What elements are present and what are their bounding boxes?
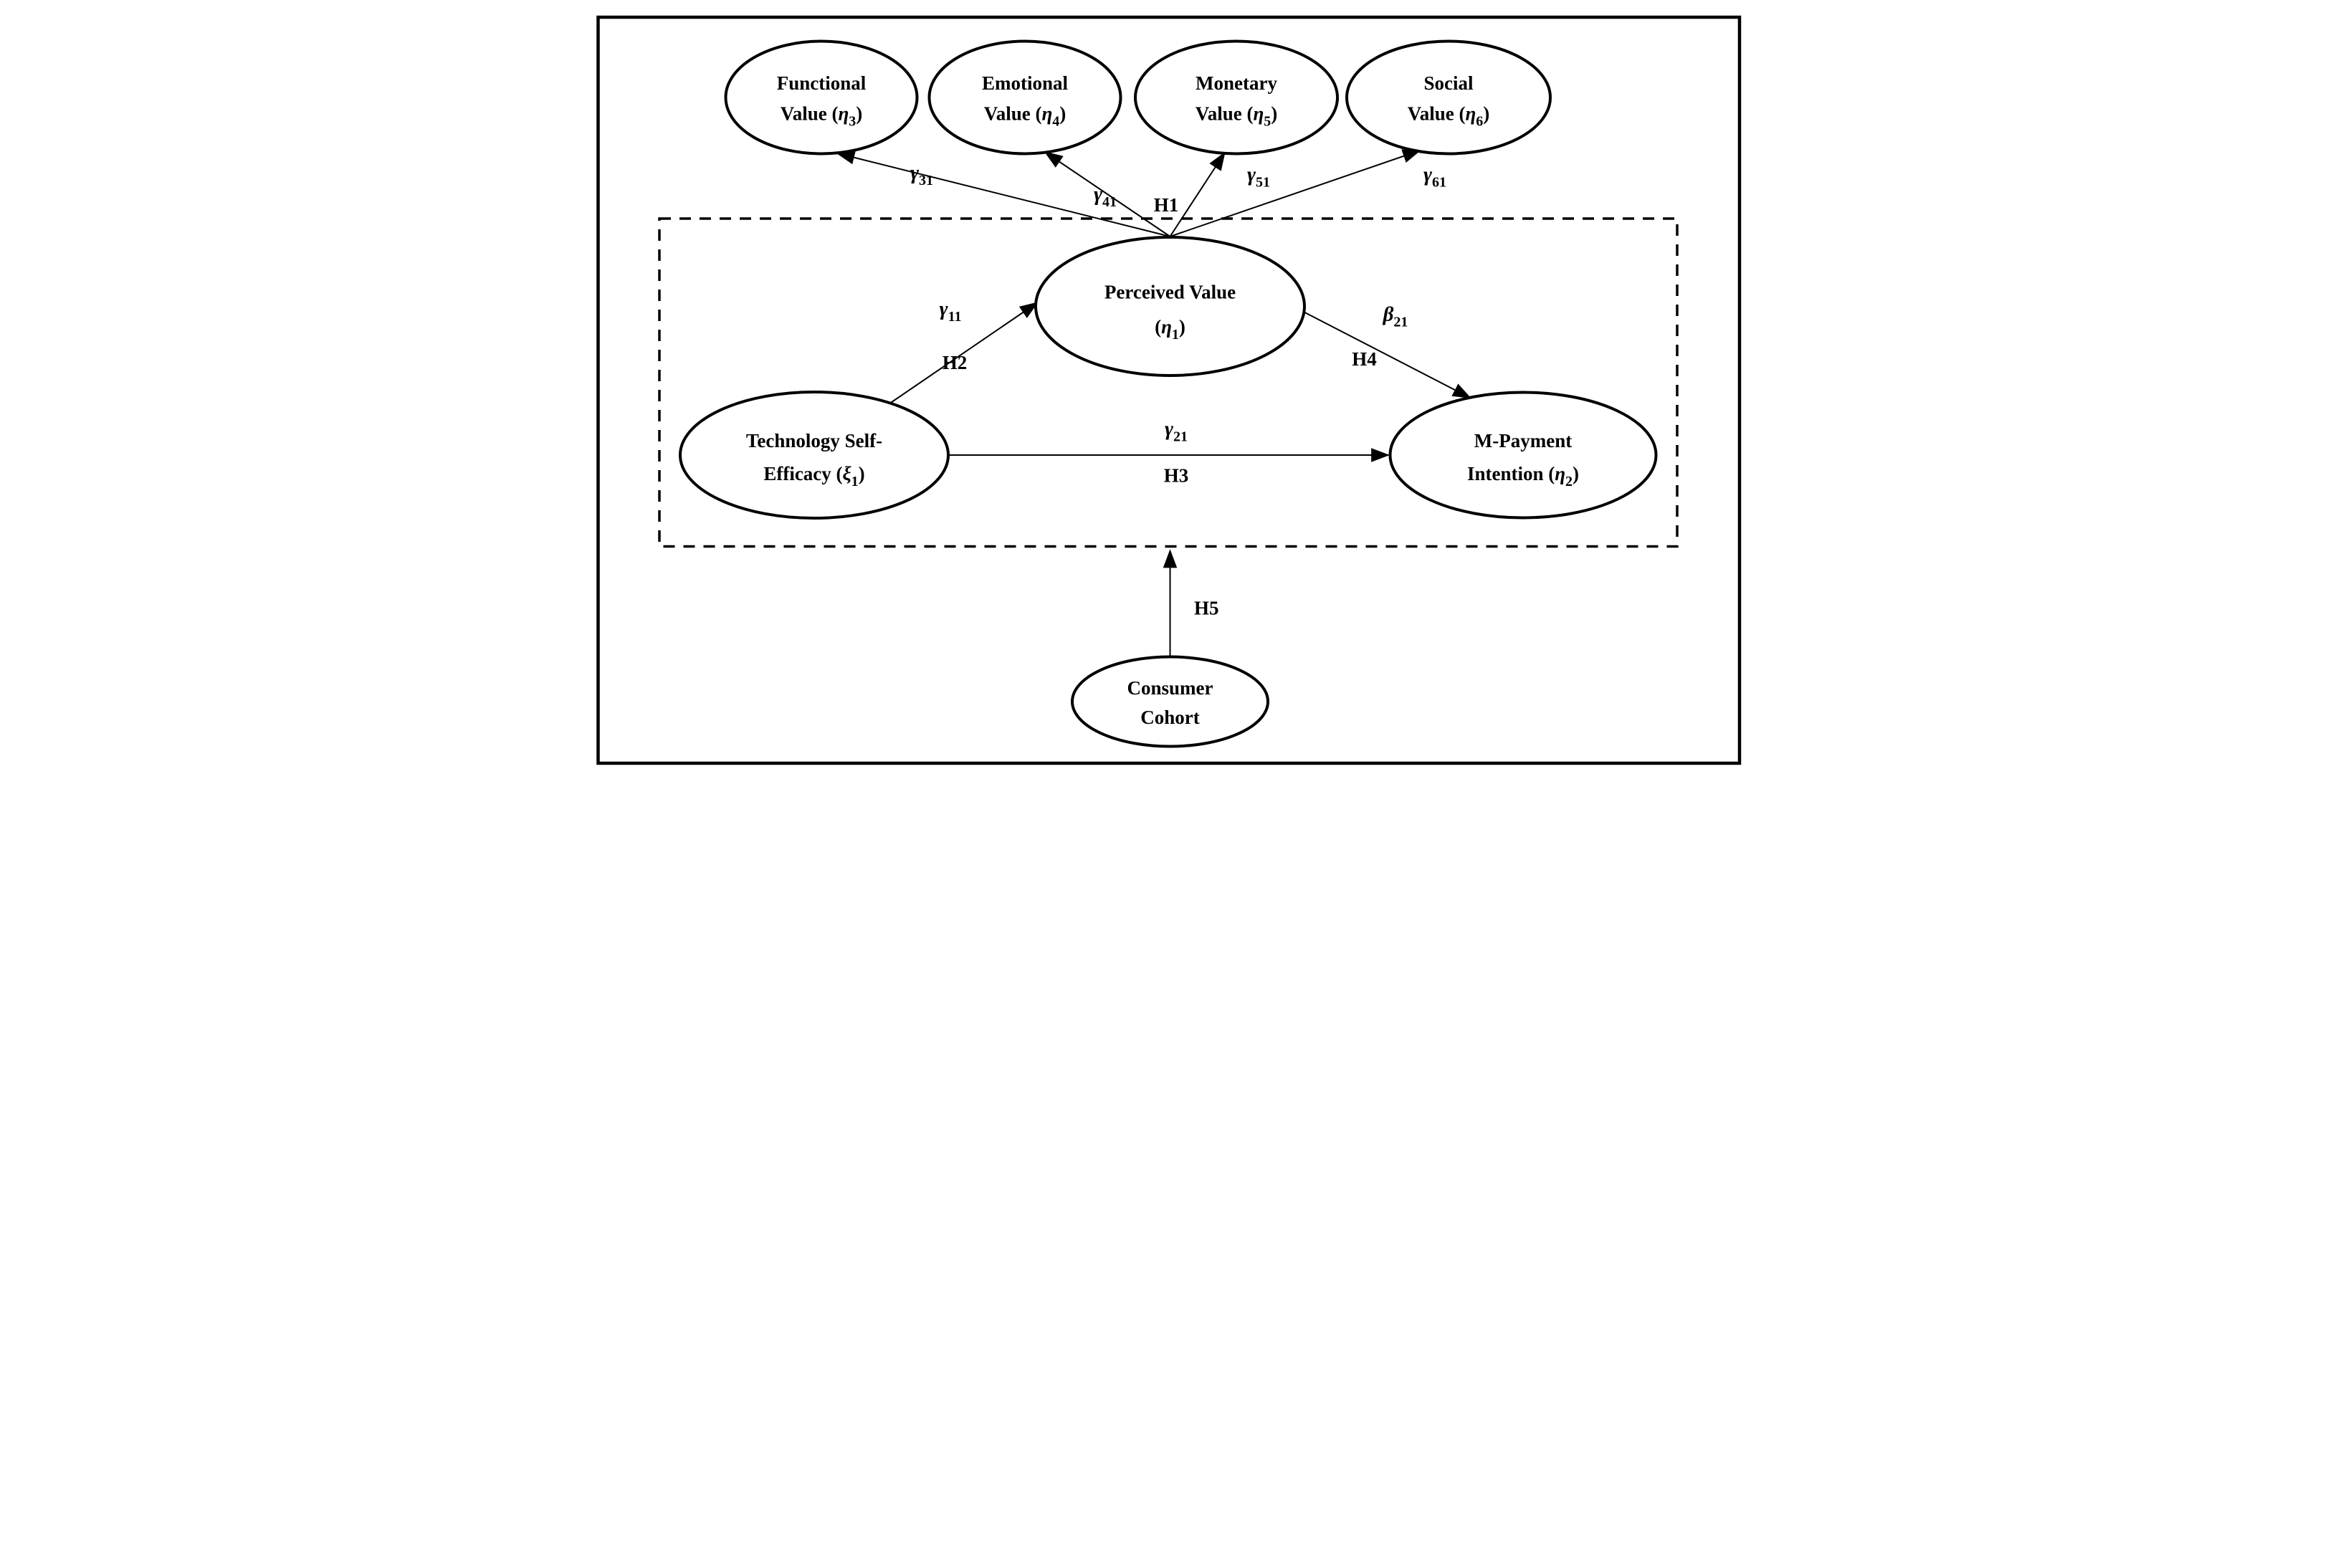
label-gamma41: γ41 — [1093, 183, 1116, 210]
label-gamma31: γ31 — [910, 161, 932, 188]
arrow-beta21 — [1302, 311, 1471, 398]
label-emotional-line2: Value (η4) — [983, 103, 1066, 130]
label-perceived-line2: (η1) — [1155, 316, 1185, 343]
figure-border — [596, 15, 1741, 765]
label-h3: H3 — [1163, 465, 1188, 487]
label-tse-line2: Efficacy (ξ1) — [763, 463, 864, 489]
label-beta21: β21 — [1382, 303, 1408, 330]
arrow-gamma41 — [1044, 151, 1170, 237]
label-h5: H5 — [1194, 598, 1219, 619]
label-monetary-line1: Monetary — [1196, 72, 1277, 94]
arrow-gamma51 — [1169, 151, 1226, 237]
node-perceived-value — [1034, 236, 1306, 377]
label-functional-line2: Value (η3) — [780, 103, 862, 130]
label-monetary-line2: Value (η5) — [1195, 103, 1277, 130]
label-social-line1: Social — [1423, 72, 1474, 94]
diagram-canvas: Functional Value (η3) Emotional Value (η… — [584, 0, 1754, 784]
label-cohort-line1: Consumer — [1127, 677, 1213, 699]
label-tse-line1: Technology Self- — [745, 430, 882, 451]
node-monetary-value — [1133, 39, 1339, 156]
arrow-gamma61 — [1169, 149, 1421, 237]
label-mpi-line1: M-Payment — [1474, 430, 1571, 451]
arrow-gamma31 — [835, 150, 1170, 237]
label-functional-line1: Functional — [776, 72, 866, 94]
label-perceived-line1: Perceived Value — [1104, 282, 1235, 303]
label-cohort-line2: Cohort — [1140, 707, 1200, 728]
arrow-gamma11 — [889, 302, 1039, 404]
label-h2: H2 — [942, 352, 967, 373]
node-technology-self-efficacy — [678, 391, 950, 520]
dashed-boundary-box — [657, 217, 1679, 548]
label-mpi-line2: Intention (η2) — [1466, 463, 1578, 489]
label-h1: H1 — [1153, 194, 1178, 216]
label-gamma11: γ11 — [939, 297, 961, 325]
node-functional-value — [724, 39, 918, 156]
label-h4: H4 — [1352, 348, 1377, 370]
label-gamma21: γ21 — [1164, 418, 1187, 445]
label-emotional-line1: Emotional — [981, 72, 1068, 94]
node-social-value — [1345, 39, 1552, 156]
node-consumer-cohort — [1070, 655, 1269, 748]
label-gamma61: γ61 — [1423, 163, 1446, 191]
node-m-payment-intention — [1388, 391, 1657, 520]
sem-path-diagram: Functional Value (η3) Emotional Value (η… — [584, 0, 1754, 784]
node-emotional-value — [927, 39, 1122, 156]
label-social-line2: Value (η6) — [1407, 103, 1489, 130]
label-gamma51: γ51 — [1246, 163, 1269, 191]
